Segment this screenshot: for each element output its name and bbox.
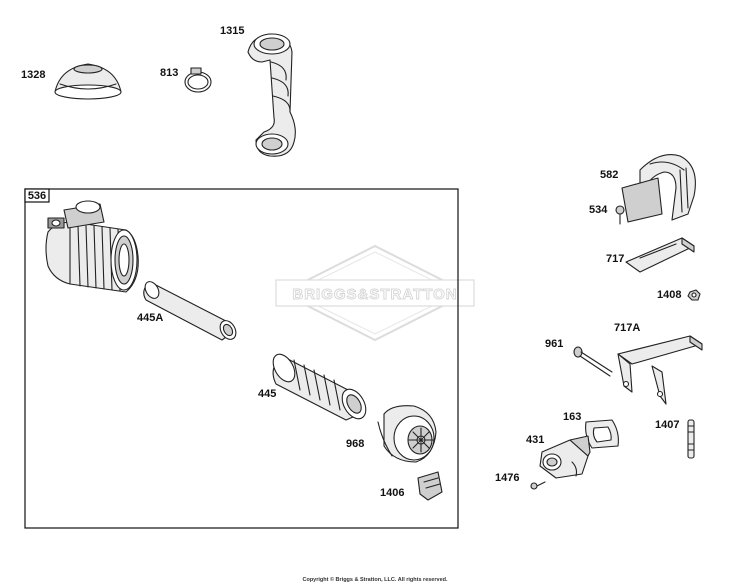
- label-1406: 1406: [380, 487, 404, 499]
- label-582: 582: [600, 169, 618, 181]
- part-968-cover: [377, 405, 437, 463]
- part-717-bracket-plate: [625, 237, 695, 273]
- part-1408-nut: [687, 289, 701, 301]
- part-961-bolt: [573, 346, 613, 377]
- label-431: 431: [526, 434, 544, 446]
- watermark-text: BRIGGS&STRATTON: [292, 286, 457, 303]
- label-717A: 717A: [614, 322, 640, 334]
- part-445-filter-element: [272, 353, 367, 421]
- part-1406-valve: [417, 471, 443, 501]
- label-163: 163: [563, 411, 581, 423]
- label-1315: 1315: [220, 25, 244, 37]
- label-534: 534: [589, 204, 608, 216]
- briggs-stratton-watermark: BRIGGS&STRATTON: [275, 244, 475, 342]
- part-813-hose-clamp: [184, 67, 212, 93]
- copyright-notice: Copyright © Briggs & Stratton, LLC. All …: [302, 576, 448, 583]
- label-1408: 1408: [657, 289, 681, 301]
- label-961: 961: [545, 338, 563, 350]
- part-1407-stud: [687, 419, 695, 459]
- part-1476-screw: [530, 481, 546, 490]
- label-536: 536: [28, 190, 46, 202]
- part-717A-mounting-bracket: [617, 335, 703, 405]
- part-air-cleaner-housing: [45, 200, 139, 293]
- part-163-gasket: [585, 419, 619, 449]
- label-968: 968: [346, 438, 364, 450]
- label-813: 813: [160, 67, 178, 79]
- label-717: 717: [606, 253, 624, 265]
- label-1476: 1476: [495, 472, 519, 484]
- label-445A: 445A: [137, 312, 163, 324]
- part-582-mounting-band: [621, 154, 696, 223]
- label-1328: 1328: [21, 69, 45, 81]
- part-1315-elbow-hose: [247, 33, 296, 157]
- assembly-536-frame: [24, 188, 459, 529]
- part-534-screw: [615, 205, 625, 225]
- label-445: 445: [258, 388, 276, 400]
- label-1407: 1407: [655, 419, 679, 431]
- part-1328-rain-cap: [54, 63, 122, 100]
- assembly-536-tag: [24, 188, 50, 203]
- part-445A-inner-tube: [143, 281, 237, 341]
- part-431-adapter: [539, 435, 591, 479]
